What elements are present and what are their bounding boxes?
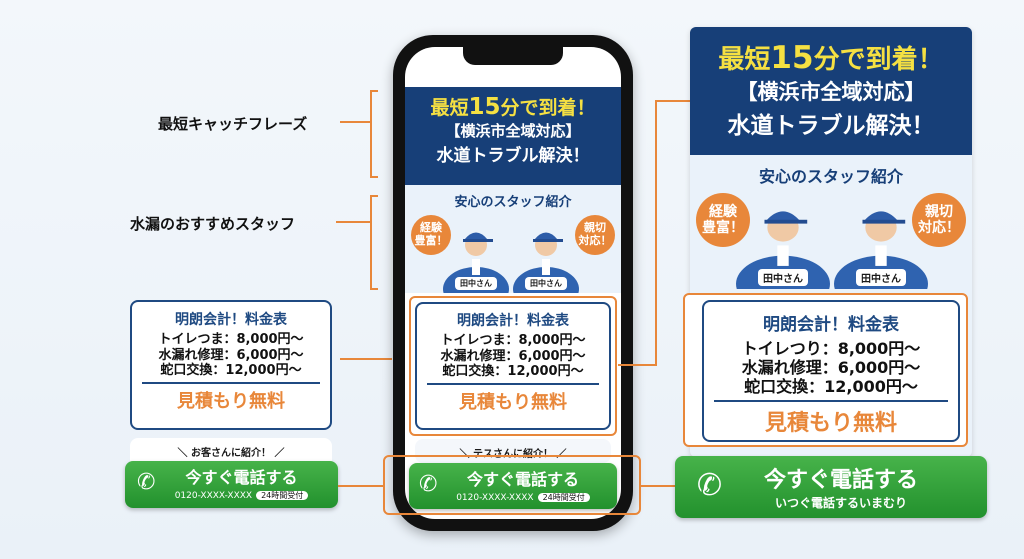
price-row: 蛇口交換：12,000円～: [160, 363, 302, 379]
staff-title: 安心のスタッフ紹介: [454, 195, 572, 210]
bracket: [370, 195, 378, 290]
headline: 分で到着！: [813, 45, 944, 75]
staff-title: 安心のスタッフ紹介: [758, 167, 903, 186]
connector-line: [336, 221, 370, 223]
connector-line: [340, 121, 370, 123]
price-row: 水漏れ修理：6,000円～: [440, 348, 586, 364]
speech-bubble: 親切 対応！: [575, 215, 615, 255]
connector-line: [655, 100, 690, 102]
headline: 分で到着！: [500, 97, 596, 119]
phone-icon: ✆: [137, 470, 156, 495]
headline-number: 15: [468, 94, 501, 120]
free-estimate: 見積もり無料: [459, 391, 567, 413]
area-text: 【横浜市全域対応】: [736, 80, 926, 104]
headline-number: 15: [770, 40, 814, 76]
phone-icon: ✆: [419, 472, 438, 497]
price-title: 明朗会計！料金表: [763, 315, 899, 335]
price-row: 水漏れ修理：6,000円～: [158, 347, 304, 363]
name-tag: 田中さん: [856, 269, 906, 286]
speech-bubble: 経験 豊富！: [696, 193, 750, 247]
notch: [463, 47, 563, 65]
phone-number: 0120-XXXX-XXXX: [174, 491, 253, 501]
intro-pill-phone: ＼ テスさんに紹介！ ／: [415, 439, 611, 463]
free-estimate: 見積もり無料: [177, 390, 285, 412]
price-row: 蛇口交換：12,000円～: [442, 364, 584, 380]
connector-line: [641, 485, 675, 487]
tagline: 水道トラブル解決！: [727, 113, 935, 139]
panel-header: 最短15分で到着！ 【横浜市全域対応】 水道トラブル解決！: [690, 27, 972, 155]
staff-photo: 田中さん: [834, 189, 928, 313]
price-title: 明朗会計！料金表: [175, 312, 287, 328]
area-text: 【横浜市全域対応】: [445, 122, 581, 140]
call-label: 今すぐ電話する: [763, 468, 918, 493]
annotation-staff: 水漏のおすすめスタッフ: [130, 215, 296, 233]
phone-number: 0120-XXXX-XXXX: [456, 493, 534, 503]
phone-header: 最短15分で到着！ 【横浜市全域対応】 水道トラブル解決！: [405, 87, 621, 185]
connector-line: [618, 364, 656, 366]
phone-icon: ✆: [697, 468, 723, 503]
staff-photo: 田中さん: [443, 215, 509, 311]
price-card-left: 明朗会計！料金表 トイレつま：8,000円～ 水漏れ修理：6,000円～ 蛇口交…: [130, 300, 332, 430]
speech-bubble: 経験 豊富！: [411, 215, 451, 255]
free-estimate: 見積もり無料: [764, 410, 897, 436]
staff-section: 安心のスタッフ紹介 経験 豊富！ 親切 対応！ 田中さん 田中さん: [405, 185, 621, 311]
tagline: 水道トラブル解決！: [436, 146, 590, 166]
connector-line: [338, 485, 383, 487]
speech-bubble: 親切 対応！: [912, 193, 966, 247]
staff-photo: 田中さん: [513, 215, 579, 311]
price-row: トイレつま：8,000円～: [158, 332, 304, 347]
headline: 最短: [718, 45, 771, 75]
call-button-panel[interactable]: ✆ 今すぐ電話する いつぐ電話するいまむり: [675, 456, 987, 518]
price-title: 明朗会計！料金表: [457, 313, 569, 329]
call-label: 今すぐ電話する: [185, 468, 298, 487]
panel-staff: 安心のスタッフ紹介 経験 豊富！ 親切 対応！ 田中さん 田中さん: [690, 155, 972, 313]
price-card-panel: 明朗会計！料金表 トイレつり：8,000円～ 水漏れ修理：6,000円～ 蛇口交…: [702, 300, 960, 442]
connector-line: [340, 358, 392, 360]
name-tag: 田中さん: [758, 269, 808, 286]
name-tag: 田中さん: [525, 277, 567, 290]
price-row: 水漏れ修理：6,000円～: [741, 358, 921, 378]
price-row: トイレつま：8,000円～: [440, 333, 586, 348]
price-row: トイレつり：8,000円～: [741, 339, 921, 358]
annotation-catchphrase: 最短キャッチフレーズ: [158, 115, 308, 133]
staff-photo: 田中さん: [736, 189, 830, 313]
price-row: 蛇口交換：12,000円～: [744, 377, 918, 397]
bracket: [370, 90, 378, 178]
hours-badge: 24時間受付: [537, 493, 590, 502]
hours-badge: 24時間受付: [256, 491, 309, 500]
name-tag: 田中さん: [455, 277, 497, 290]
call-label: 今すぐ電話する: [466, 470, 579, 489]
connector-line: [655, 100, 657, 366]
price-card-phone: 明朗会計！料金表 トイレつま：8,000円～ 水漏れ修理：6,000円～ 蛇口交…: [415, 302, 611, 430]
phone-screen: 最短15分で到着！ 【横浜市全域対応】 水道トラブル解決！ 安心のスタッフ紹介 …: [405, 47, 621, 519]
headline: 最短: [430, 97, 469, 119]
call-subtext: いつぐ電話するいまむり: [774, 496, 907, 510]
highlight-cta: [383, 455, 641, 515]
